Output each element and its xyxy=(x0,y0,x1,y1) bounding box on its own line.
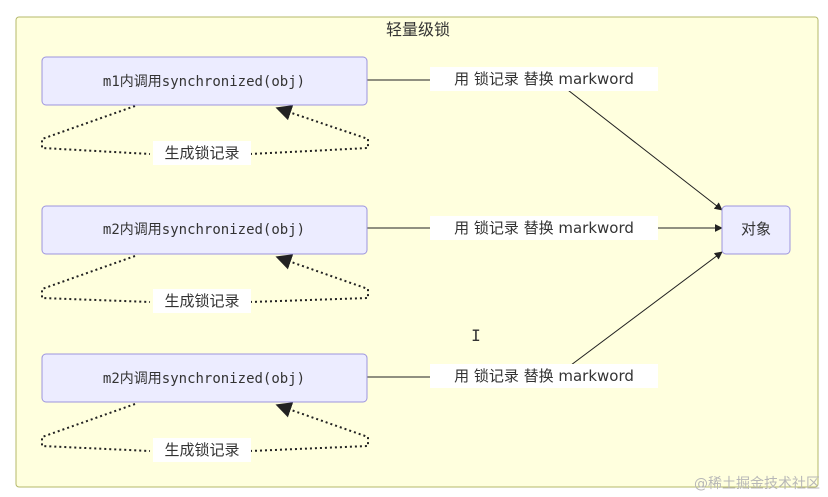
loop-label-bg-1 xyxy=(153,141,251,165)
loop-label-bg-3 xyxy=(153,438,251,462)
node-m2-call-1: m2内调用synchronized(obj) xyxy=(41,205,368,255)
dotted-loop-1-left xyxy=(41,105,151,155)
node-m1-call-label: m1内调用synchronized(obj) xyxy=(103,74,305,90)
node-m2-call-2-label: m2内调用synchronized(obj) xyxy=(103,371,305,387)
dotted-loop-2-right xyxy=(249,254,369,303)
edge-label-bg-3 xyxy=(430,364,658,388)
loop-label-generate-2: 生成锁记录 xyxy=(164,292,239,310)
edge-label-bg-1 xyxy=(430,67,658,91)
loop-label-generate-3: 生成锁记录 xyxy=(164,441,239,459)
dotted-loop-3-right xyxy=(249,402,369,452)
text-cursor-icon: I xyxy=(471,326,481,345)
edge-label-replace-3: 用 锁记录 替换 markword xyxy=(454,367,634,385)
node-m2-call-2: m2内调用synchronized(obj) xyxy=(41,353,368,403)
loop-label-generate-1: 生成锁记录 xyxy=(164,144,239,162)
edge-label-replace-1: 用 锁记录 替换 markword xyxy=(454,70,634,88)
loop-label-bg-2 xyxy=(153,289,251,313)
dotted-loop-2-left xyxy=(41,255,151,303)
edge-label-bg-2 xyxy=(430,216,658,240)
node-m2-call-1-label: m2内调用synchronized(obj) xyxy=(103,222,305,238)
node-m1-call: m1内调用synchronized(obj) xyxy=(41,56,368,106)
subgraph-title: 轻量级锁 xyxy=(386,20,450,39)
node-object: 对象 xyxy=(721,205,791,255)
dotted-loop-3-left xyxy=(41,403,151,452)
watermark: @稀土掘金技术社区 xyxy=(694,476,820,492)
edge-label-replace-2: 用 锁记录 替换 markword xyxy=(454,219,634,237)
node-object-label: 对象 xyxy=(741,220,771,238)
dotted-loop-1-right xyxy=(249,105,369,155)
